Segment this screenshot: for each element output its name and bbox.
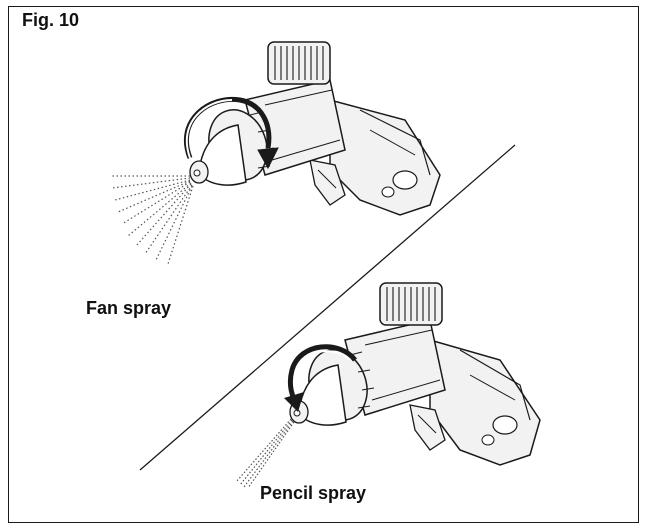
spray-gun-nozzle-icon	[289, 282, 541, 466]
rotate-arrow-head	[284, 392, 304, 412]
figure-number: Fig. 10	[22, 10, 80, 30]
pencil-spray-label: Pencil spray	[260, 483, 367, 503]
spray-gun-nozzle-icon	[189, 41, 441, 216]
section-divider-line	[139, 144, 516, 471]
fan-spray-label: Fan spray	[86, 298, 172, 318]
rotate-arrow-head	[257, 147, 279, 170]
spray-pattern-icon	[235, 418, 295, 489]
spray-pattern-icon	[111, 175, 194, 265]
